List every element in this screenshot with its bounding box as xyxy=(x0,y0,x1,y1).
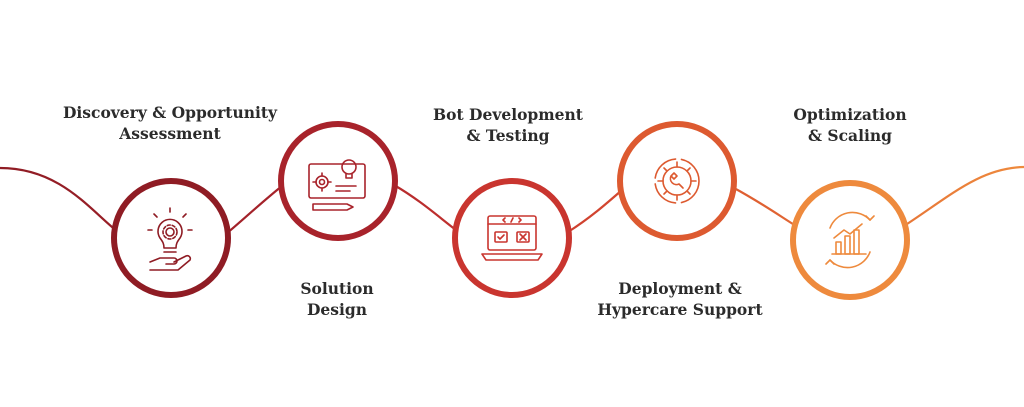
step-1-node xyxy=(111,178,231,298)
step-3-label: Bot Development & Testing xyxy=(418,104,598,146)
gear-wrench-icon xyxy=(654,158,700,204)
step-4-title-line2: Hypercare Support xyxy=(597,300,763,319)
growth-chart-icon xyxy=(825,211,875,269)
step-2-title-line1: Solution xyxy=(300,279,374,298)
step-4-label: Deployment & Hypercare Support xyxy=(585,278,775,320)
blueprint-design-icon xyxy=(308,159,366,211)
step-3-title-line2: & Testing xyxy=(466,126,550,145)
step-2-label: Solution Design xyxy=(262,278,412,320)
step-5-title-line2: & Scaling xyxy=(808,126,892,145)
step-3-node xyxy=(452,178,572,298)
connector-wave xyxy=(0,165,1024,236)
step-2-node xyxy=(278,121,398,241)
step-3-title-line1: Bot Development xyxy=(433,105,583,124)
step-5-title-line1: Optimization xyxy=(793,105,907,124)
step-1-title-line1: Discovery & Opportunity xyxy=(62,103,278,122)
step-5-node xyxy=(790,180,910,300)
laptop-code-icon xyxy=(481,215,543,261)
step-4-title-line1: Deployment & xyxy=(618,279,742,298)
lightbulb-gear-hand-icon xyxy=(147,207,193,271)
step-2-title-line2: Design xyxy=(306,300,368,319)
step-4-node xyxy=(617,121,737,241)
step-1-title-line2: Assessment xyxy=(119,124,221,143)
step-5-label: Optimization & Scaling xyxy=(770,104,930,146)
step-1-label: Discovery & Opportunity Assessment xyxy=(50,102,290,144)
